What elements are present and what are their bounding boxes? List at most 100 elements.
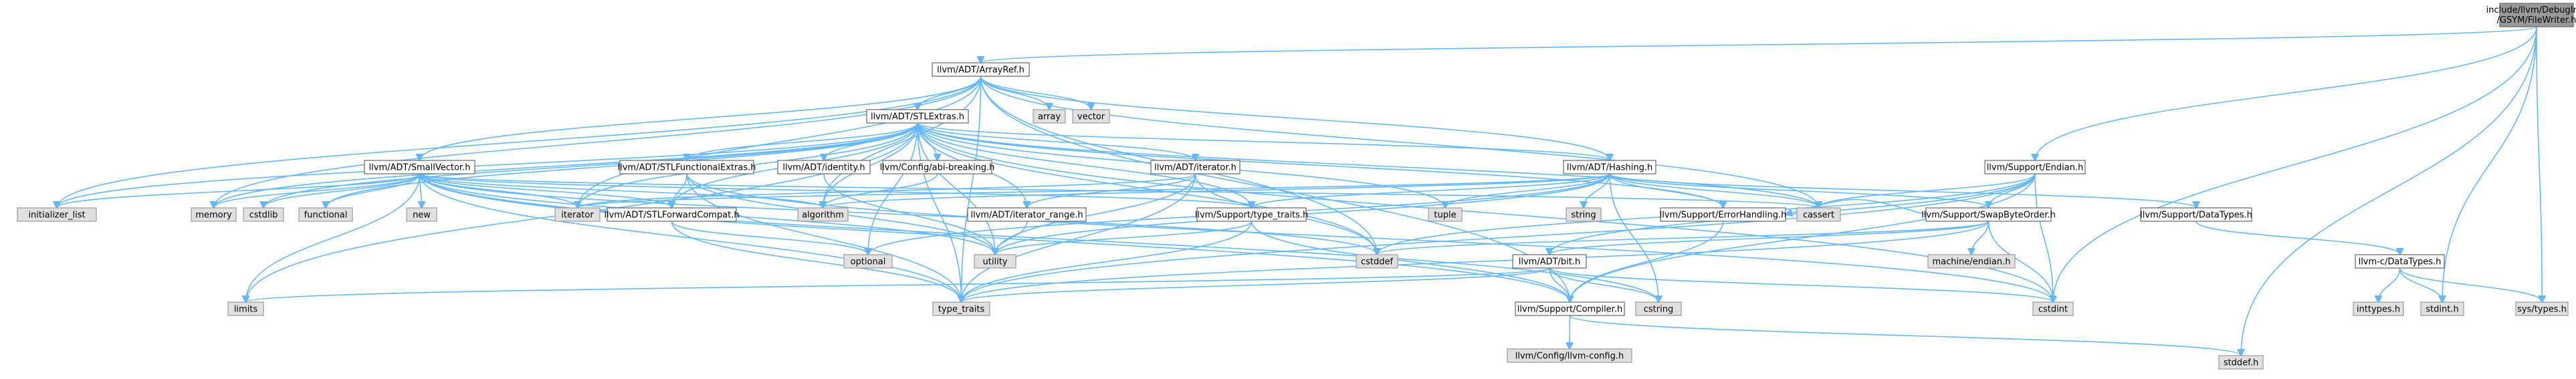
node-compiler[interactable]: llvm/Support/Compiler.h	[1515, 301, 1625, 316]
node-label: llvm/ADT/SmallVector.h	[369, 163, 471, 173]
node-label: iterator	[561, 211, 594, 221]
node-adtbit[interactable]: llvm/ADT/bit.h	[1512, 254, 1587, 269]
edge-adtiterator-to-iterator	[578, 173, 1196, 208]
node-adtiterator[interactable]: llvm/ADT/iterator.h	[1150, 160, 1241, 174]
node-iterator: iterator	[554, 207, 601, 222]
node-cstdlib: cstdlib	[243, 207, 284, 222]
edge-smallvector-to-functional	[326, 173, 421, 208]
node-label: llvm-c/DataTypes.h	[2359, 257, 2442, 267]
edge-typetraits_h-to-compiler	[1251, 221, 1570, 302]
node-hashing[interactable]: llvm/ADT/Hashing.h	[1563, 160, 1656, 174]
edge-adtiterator-to-utility	[995, 173, 1196, 255]
edge-adtbit-to-cstring	[1549, 267, 1658, 302]
node-label: llvm/Support/ErrorHandling.h	[1660, 211, 1787, 221]
node-errorhandling[interactable]: llvm/Support/ErrorHandling.h	[1660, 207, 1787, 222]
node-llvmconfig: llvm/Config/llvm-config.h	[1507, 348, 1632, 363]
node-label: llvm/Config/llvm-config.h	[1515, 352, 1624, 362]
edge-endian-to-cstdint	[2034, 173, 2053, 302]
edge-stlfunctional-to-cstdint	[686, 173, 2053, 302]
edge-root-to-systypes	[2536, 26, 2542, 302]
edge-smallvector-to-limits	[246, 173, 421, 302]
node-new: new	[406, 207, 437, 222]
node-label: algorithm	[802, 211, 844, 221]
edge-swapbyteorder-to-cstddef	[1377, 221, 1990, 255]
node-label: llvm/ADT/STLForwardCompat.h	[604, 211, 739, 221]
node-label: llvm/ADT/iterator_range.h	[970, 211, 1083, 221]
edge-endian-to-type_traits	[962, 173, 2036, 302]
node-label: utility	[983, 257, 1008, 267]
node-label: llvm/ADT/STLExtras.h	[871, 112, 964, 122]
node-datatypes[interactable]: llvm/Support/DataTypes.h	[2140, 207, 2252, 222]
edge-arrayref-to-smallvector	[420, 76, 982, 160]
node-swapbyteorder[interactable]: llvm/Support/SwapByteOrder.h	[1921, 207, 2056, 222]
node-label: memory	[195, 211, 232, 221]
node-machine-endian: machine/endian.h	[1927, 254, 2016, 269]
edge-smallvector-to-cstddef	[419, 173, 1378, 255]
edge-arrayref-to-algorithm	[823, 76, 982, 208]
node-endian[interactable]: llvm/Support/Endian.h	[1984, 160, 2086, 174]
edge-smallvector-to-stlforward	[419, 173, 672, 208]
node-label: tuple	[1434, 211, 1456, 221]
node-label: llvm/ADT/bit.h	[1519, 257, 1581, 267]
dependency-edges	[57, 26, 2543, 356]
node-label: optional	[851, 257, 886, 267]
node-llvmc-datatypes[interactable]: llvm-c/DataTypes.h	[2355, 254, 2445, 269]
edge-adtbit-to-cstdint	[1549, 267, 2053, 302]
node-cstddef: cstddef	[1356, 254, 1398, 269]
edge-typetraits_h-to-type_traits	[962, 221, 1253, 302]
node-typetraits-h[interactable]: llvm/Support/type_traits.h	[1195, 207, 1309, 222]
node-cstring: cstring	[1635, 301, 1682, 316]
edge-hashing-to-algorithm	[823, 173, 1610, 208]
node-label: llvm/Support/DataTypes.h	[2140, 211, 2252, 221]
node-label: inttypes.h	[2357, 305, 2400, 315]
edge-stlextras-to-cstddef	[917, 122, 1377, 255]
edge-adtbit-to-limits	[246, 267, 1550, 302]
node-label: functional	[304, 211, 348, 221]
node-stlextras[interactable]: llvm/ADT/STLExtras.h	[866, 109, 969, 124]
node-label: llvm/Support/Endian.h	[1987, 163, 2084, 173]
node-stddef: stddef.h	[2218, 355, 2264, 370]
edge-typetraits_h-to-utility	[995, 221, 1253, 255]
node-arrayref[interactable]: llvm/ADT/ArrayRef.h	[932, 62, 1030, 77]
node-label: llvm/Support/Compiler.h	[1517, 305, 1622, 315]
edge-hashing-to-datatypes	[1609, 173, 2196, 208]
node-memory: memory	[191, 207, 237, 222]
edge-llvmc_datatypes-to-stdint	[2399, 267, 2443, 302]
node-identity[interactable]: llvm/ADT/identity.h	[777, 160, 871, 174]
node-label: array	[1038, 112, 1061, 122]
node-iterator-range[interactable]: llvm/ADT/iterator_range.h	[967, 207, 1087, 222]
edge-stlfunctional-to-type_traits	[686, 173, 962, 302]
node-label: limits	[234, 305, 258, 315]
node-array: array	[1033, 109, 1066, 124]
node-label: llvm/Support/type_traits.h	[1195, 211, 1309, 221]
edge-stlforward-to-type_traits	[671, 221, 962, 302]
node-vector: vector	[1072, 109, 1110, 124]
node-label: llvm/Support/SwapByteOrder.h	[1921, 211, 2056, 221]
edge-hashing-to-tuple	[1445, 173, 1610, 208]
edge-hashing-to-errorhandling	[1609, 173, 1723, 208]
node-root[interactable]: include/llvm/DebugInfo/GSYM/FileWriter.h	[2486, 3, 2576, 27]
edge-hashing-to-cstring	[1609, 173, 1658, 302]
node-label: llvm/ADT/iterator.h	[1154, 163, 1237, 173]
header-nodes: include/llvm/DebugInfo/GSYM/FileWriter.h…	[17, 3, 2576, 370]
edge-root-to-arrayref	[981, 26, 2537, 63]
node-inttypes: inttypes.h	[2353, 301, 2404, 316]
edge-stlextras-to-cassert	[917, 122, 1819, 208]
node-label: llvm/ADT/identity.h	[782, 163, 865, 173]
edge-arrayref-to-hashing	[980, 76, 1610, 160]
edge-smallvector-to-compiler	[419, 173, 1570, 302]
edge-smallvector-to-initializer_list	[57, 173, 421, 208]
edge-stlextras-to-errorhandling	[917, 122, 1723, 208]
node-stlfunctional[interactable]: llvm/ADT/STLFunctionalExtras.h	[618, 160, 756, 174]
node-smallvector[interactable]: llvm/ADT/SmallVector.h	[364, 160, 475, 174]
edge-root-to-stdint	[2442, 26, 2537, 302]
edge-arrayref-to-cassert	[980, 76, 1819, 208]
node-label: cassert	[1803, 211, 1834, 221]
node-stlforward[interactable]: llvm/ADT/STLForwardCompat.h	[604, 207, 740, 222]
node-optional: optional	[843, 254, 893, 269]
edge-llvmc_datatypes-to-systypes	[2399, 267, 2543, 302]
edge-stlfunctional-to-stlforward	[672, 173, 687, 208]
node-abibreaking[interactable]: llvm/Config/abi-breaking.h	[880, 160, 995, 174]
node-label: cstdlib	[249, 211, 278, 221]
edge-smallvector-to-memory	[214, 173, 421, 208]
